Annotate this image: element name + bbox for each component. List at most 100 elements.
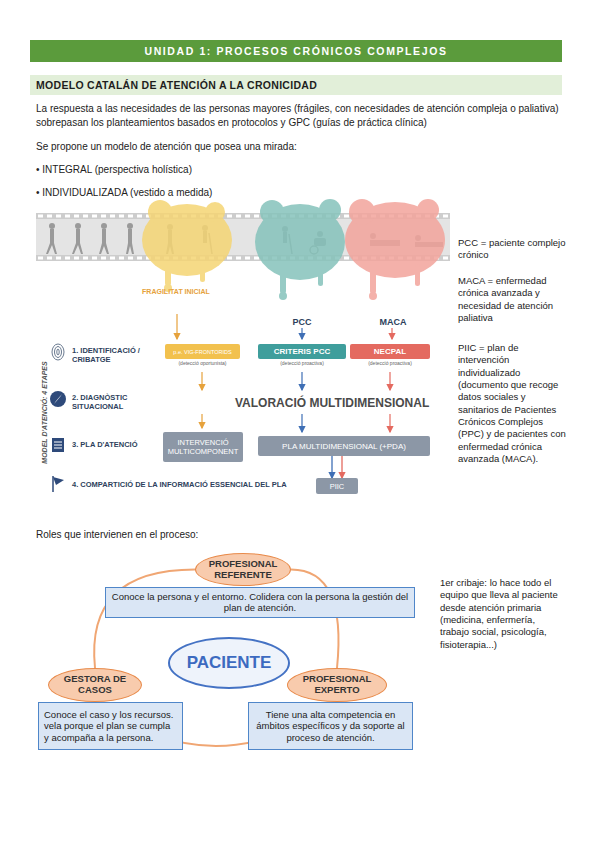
role-oval: PROFESIONAL REFERENTE [195,553,291,586]
role-description: Conoce el caso y los recursos. vela porq… [38,702,183,750]
connector [291,570,339,669]
walking-figures [99,243,109,254]
yellow-splash [200,262,205,282]
paragraph: Se propone un modelo de atención que pos… [36,140,561,154]
film-holes [74,257,79,260]
document-icon [54,448,62,449]
note: PIIC = plan de intervención individualiz… [458,342,566,465]
film-holes [137,215,142,218]
step-label: 4. COMPARTICIÓ DE LA INFORMACIÓ ESSENCIA… [72,480,307,489]
flag-icon [53,476,64,492]
plan-box: PIIC [316,478,358,494]
compass-icon [54,394,62,404]
note: 1er cribaje: lo hace todo el equipo que … [440,577,562,651]
document-icon [52,438,64,452]
film-holes [443,215,448,218]
title-text: UNIDAD 1: PROCESOS CRÓNICOS COMPLEJOS [144,45,447,57]
role-description: Conoce la persona y el entorno. Colidera… [105,587,415,618]
red-splash [417,199,439,221]
film-holes [119,215,124,218]
film-holes [344,257,349,260]
node-text: Conoce la persona y el entorno. Colidera… [111,591,409,614]
film-holes [227,257,232,260]
film-holes [65,257,70,260]
node-text: PIIC [330,482,345,491]
film-holes [38,215,43,218]
screening-box: NECPAL(detecció proactiva) [350,344,430,359]
node-text: Conoce el caso y los recursos. vela porq… [44,709,177,743]
flow-arrows [301,414,302,432]
walking-figures [76,229,80,243]
title-band: UNIDAD 1: PROCESOS CRÓNICOS COMPLEJOS [30,40,562,62]
flow-arrows [177,314,392,432]
flag-icon [53,477,64,485]
walking-figures [49,223,55,229]
teal-splash [319,199,341,221]
film-holes [110,215,115,218]
plan-box: PLA MULTIDIMENSIONAL (+PDA) [258,436,430,456]
flow-arrows [391,328,392,339]
node-subtext: (detecció proactiva) [340,360,440,366]
film-holes [92,257,97,260]
film-holes [92,215,97,218]
film-holes [47,257,52,260]
walking-figures [72,243,83,254]
step-label: 2. DIAGNÒSTIC SITUACIONAL [72,393,152,412]
section-label: VALORACIÓ MULTIDIMENSIONAL [235,396,445,410]
film-holes [83,257,88,260]
bullet-item: • INDIVIDUALIZADA (vestido a medida) [36,186,436,200]
walking-figures [75,223,81,229]
film-holes [101,215,106,218]
paragraph: Roles que intervienen en el proceso: [36,528,336,542]
node-subtext: (detecció oportunista) [155,360,250,366]
red-splash [415,264,420,286]
role-description: Tiene una alta competencia en ámbitos es… [248,702,413,750]
node-subtext: (detecció proactiva) [248,360,356,366]
film-holes [443,257,448,260]
flow-arrows [201,414,202,428]
step-icons [50,344,66,492]
node-text: PROFESIONAL REFERENTE [202,559,284,581]
film-holes [119,257,124,260]
film-holes [227,215,232,218]
node-text: Tiene una alta competencia en ámbitos es… [254,709,407,743]
film-holes [38,257,43,260]
document-icon [52,438,64,452]
walking-figures [46,243,57,254]
film-holes [128,257,133,260]
film-holes [254,257,259,260]
film-holes [344,215,349,218]
film-holes [236,215,241,218]
film-holes [74,215,79,218]
fingerprint-icon [52,344,64,360]
fingerprint-icon [52,344,64,360]
screening-box: CRITERIS PCC(detecció proactiva) [258,344,346,359]
connector [341,456,342,478]
node-text: PACIENTE [187,653,272,673]
film-holes [56,257,61,260]
walking-figures [127,223,133,229]
connector [331,456,332,478]
film-holes [101,257,106,260]
walking-figures [128,229,132,243]
bullet-item: • INTEGRAL (perspectiva holística) [36,163,436,177]
yellow-splash [148,200,172,224]
red-splash [370,262,376,294]
node-text: INTERVENCIÓ MULTICOMPONENT [166,438,240,456]
flow-arrows [176,314,177,339]
film-holes [47,215,52,218]
node-text: p.e. VIG-FRONTORIDS [173,349,231,355]
note: PCC = paciente complejo crónico [458,237,566,262]
patient-oval: PACIENTE [168,637,290,689]
node-text: CRITERIS PCC [274,347,330,356]
walking-figures [102,229,106,243]
walking-figures [126,243,134,254]
paragraph: La respuesta a las necesidades de las pe… [36,102,561,129]
red-splash [345,199,445,300]
film-holes [83,215,88,218]
node-text: GESTORA DE CASOS [55,674,135,696]
film-holes [236,257,241,260]
film-holes [65,215,70,218]
node-text: NECPAL [374,347,406,356]
flow-arrows [389,414,390,432]
